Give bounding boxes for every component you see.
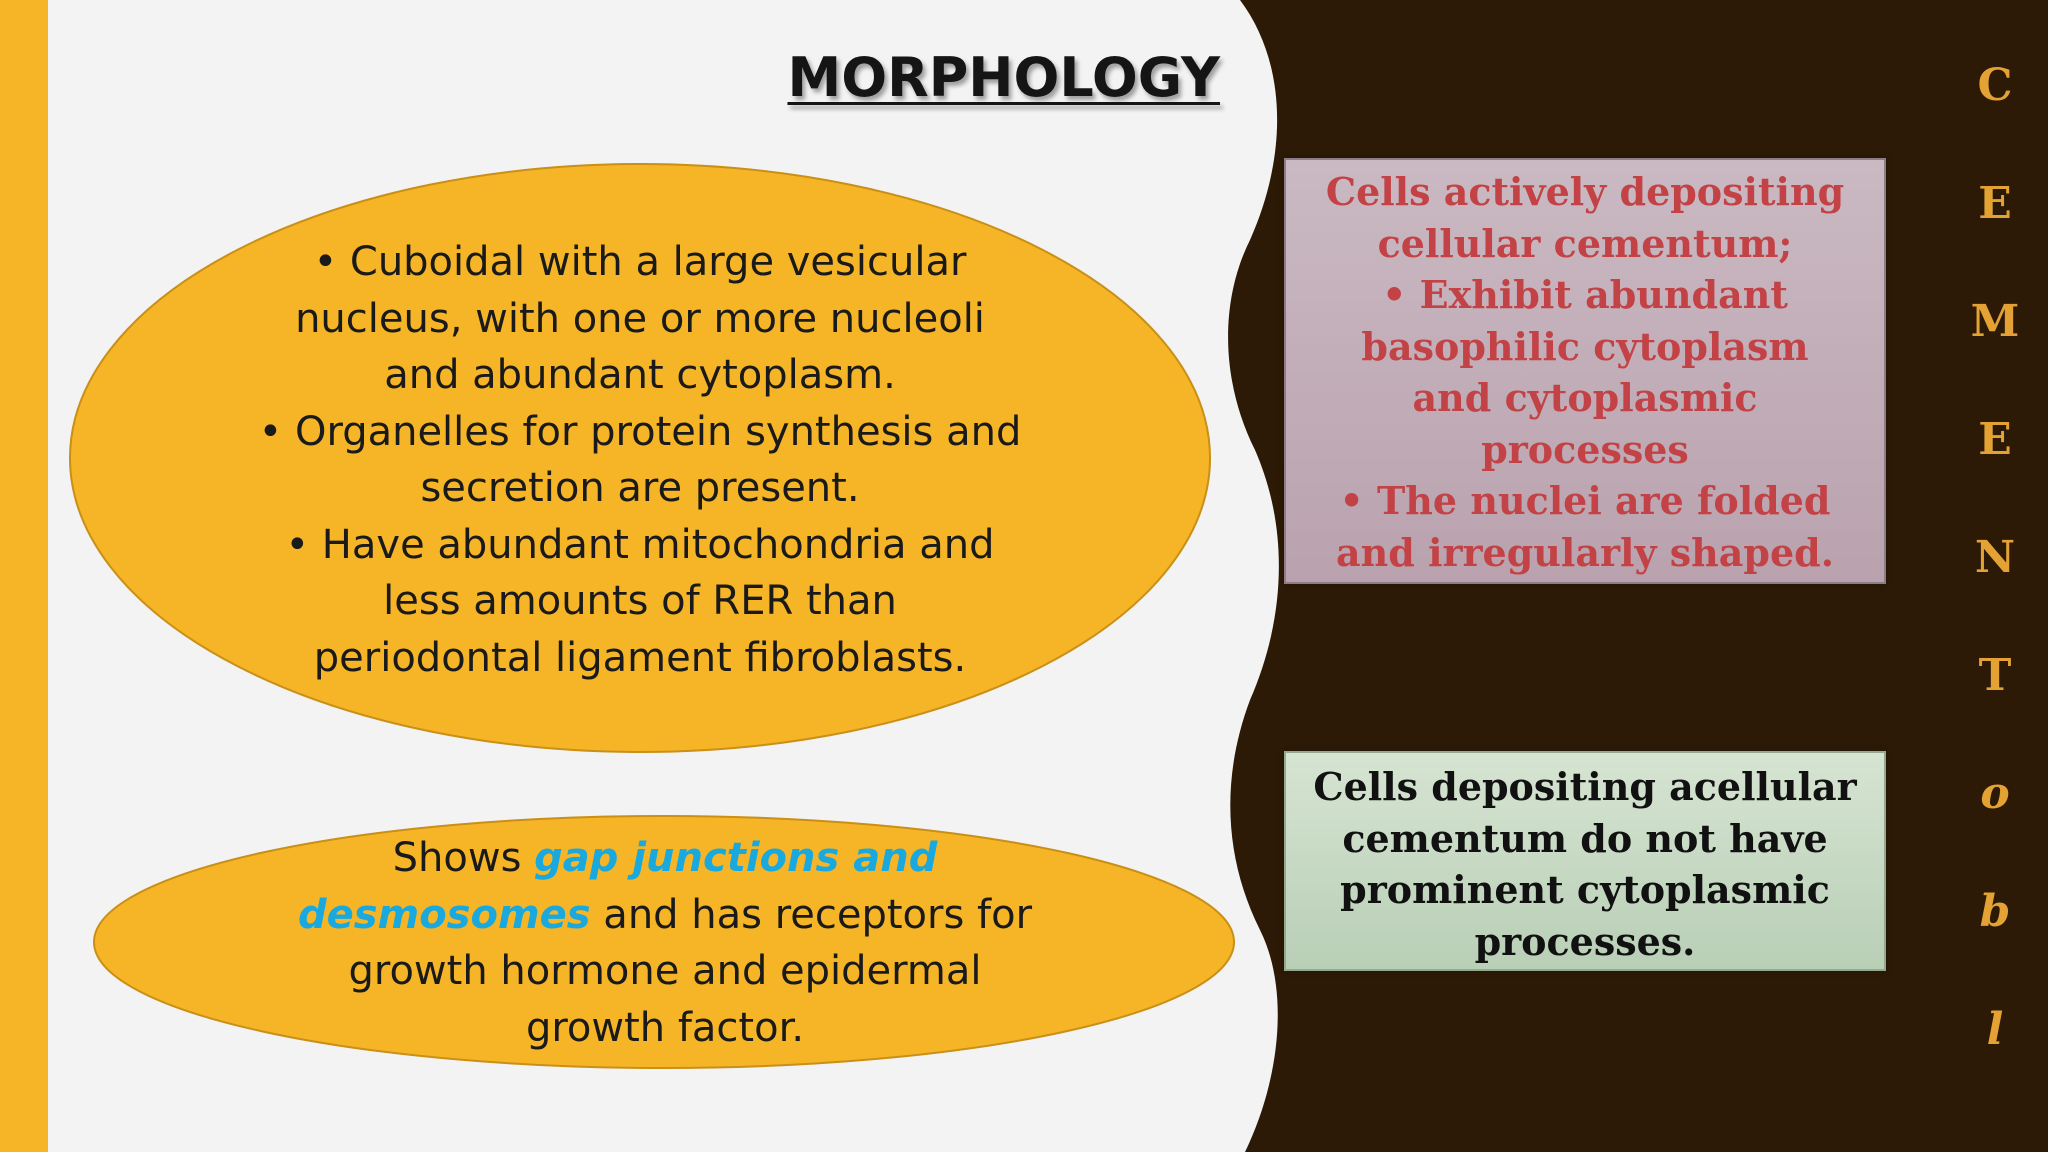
vertical-letter: l xyxy=(1986,1004,2004,1055)
left-accent-bar xyxy=(0,0,48,1152)
vertical-letter: b xyxy=(1979,886,2011,937)
vertical-letter: E xyxy=(1978,414,2012,465)
junctions-line-1: Shows gap junctions and xyxy=(240,830,1090,887)
bullet-line: secretion are present. xyxy=(420,465,860,511)
bullet-line: and irregularly shaped. xyxy=(1336,529,1834,575)
bullet-line: • The nuclei are folded xyxy=(1339,478,1831,523)
bullet-item-mitochondria: • Have abundant mitochondria and less am… xyxy=(180,517,1100,687)
box-line: cementum do not have xyxy=(1342,815,1828,861)
morphology-oval xyxy=(69,163,1211,753)
bullet-line: • Cuboidal with a large vesicular xyxy=(313,239,967,285)
bullet-line: processes xyxy=(1481,426,1689,472)
cellular-cementum-box: Cells actively depositing cellular cemen… xyxy=(1284,158,1886,584)
vertical-letter: T xyxy=(1978,650,2012,701)
bullet-item-nuclei: • The nuclei are folded and irregularly … xyxy=(1286,475,1884,578)
highlight-text: desmosomes xyxy=(297,891,591,938)
vertical-letter: M xyxy=(1970,296,2020,347)
bullet-item-cuboidal: • Cuboidal with a large vesicular nucleu… xyxy=(180,234,1100,404)
bullet-item-organelles: • Organelles for protein synthesis and s… xyxy=(180,404,1100,517)
slide-title: MORPHOLOGY xyxy=(787,46,1220,109)
vertical-letter: N xyxy=(1974,532,2016,583)
bullet-line: basophilic cytoplasm xyxy=(1361,323,1809,369)
plain-text: Shows xyxy=(392,835,535,881)
box-intro-line: Cells actively depositing xyxy=(1325,169,1845,214)
acellular-cementum-box: Cells depositing acellular cementum do n… xyxy=(1284,751,1886,971)
bullet-line: and abundant cytoplasm. xyxy=(384,352,896,398)
junctions-line-3: growth hormone and epidermal xyxy=(348,948,982,994)
bullet-line: • Have abundant mitochondria and xyxy=(285,521,995,568)
morphology-oval-text: • Cuboidal with a large vesicular nucleu… xyxy=(180,234,1100,686)
junctions-oval-text: Shows gap junctions and desmosomes and h… xyxy=(240,830,1090,1056)
box-intro-line: cellular cementum; xyxy=(1377,220,1793,266)
junctions-oval xyxy=(93,815,1235,1069)
box-line: prominent cytoplasmic xyxy=(1340,867,1830,912)
vertical-letter: E xyxy=(1978,178,2012,229)
bullet-item-basophilic: • Exhibit abundant basophilic cytoplasm … xyxy=(1286,269,1884,475)
bullet-line: less amounts of RER than xyxy=(383,578,897,624)
bullet-line: nucleus, with one or more nucleoli xyxy=(295,295,985,342)
bullet-line: • Exhibit abundant xyxy=(1382,272,1788,317)
vertical-letter: C xyxy=(1977,60,2013,111)
bullet-line: periodontal ligament fibroblasts. xyxy=(313,634,967,681)
highlight-text: gap junctions and xyxy=(534,835,938,881)
box-line: Cells depositing acellular xyxy=(1313,764,1857,809)
bullet-line: and cytoplasmic xyxy=(1412,375,1758,420)
box-line: processes. xyxy=(1474,918,1696,964)
bullet-line: • Organelles for protein synthesis and xyxy=(258,408,1022,455)
junctions-line-4: growth factor. xyxy=(525,1004,805,1051)
vertical-letter: o xyxy=(1980,768,2010,819)
plain-text: and has receptors for xyxy=(590,891,1033,938)
junctions-line-2: desmosomes and has receptors for xyxy=(240,887,1090,944)
